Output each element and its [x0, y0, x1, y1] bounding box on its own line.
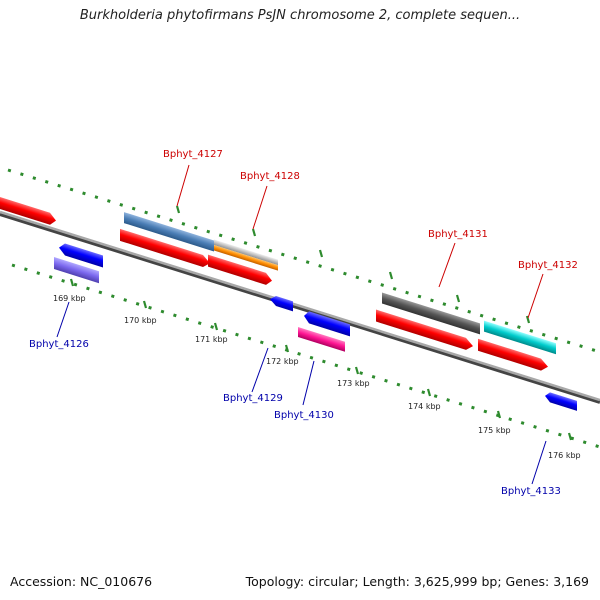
tick-label: 176 kbp	[548, 451, 581, 460]
tick-label: 169 kbp	[53, 294, 86, 303]
gene-bar-bphyt-4128-silver[interactable]	[214, 239, 278, 266]
tick-label: 175 kbp	[478, 426, 511, 435]
cds-arrow[interactable]	[270, 294, 293, 312]
gene-bar-bphyt-4132[interactable]	[484, 320, 556, 355]
cds-arrow[interactable]	[478, 338, 548, 373]
cds-arrow[interactable]	[0, 195, 56, 226]
gene-bar-bphyt-4131[interactable]	[382, 292, 480, 335]
tick-labels: 169 kbp 170 kbp 171 kbp 172 kbp 173 kbp …	[53, 294, 581, 460]
genome-summary-text: Topology: circular; Length: 3,625,999 bp…	[245, 574, 589, 589]
gene-label[interactable]: Bphyt_4128	[240, 171, 300, 182]
tick-label: 173 kbp	[337, 379, 370, 388]
tick-label: 174 kbp	[408, 402, 441, 411]
accession-text: Accession: NC_010676	[10, 574, 153, 589]
gene-bar-bphyt-4130[interactable]	[298, 326, 345, 352]
gene-label[interactable]: Bphyt_4130	[274, 410, 334, 421]
reverse-gene-labels: Bphyt_4126 Bphyt_4129 Bphyt_4130 Bphyt_4…	[29, 301, 561, 497]
gene-label[interactable]: Bphyt_4126	[29, 339, 89, 350]
gene-label[interactable]: Bphyt_4129	[223, 393, 283, 404]
gene-bar-bphyt-4126[interactable]	[54, 257, 99, 284]
backbone	[0, 210, 600, 402]
tick-label: 172 kbp	[266, 357, 299, 366]
major-ticks	[69, 205, 573, 441]
gene-label[interactable]: Bphyt_4131	[428, 229, 488, 240]
cds-arrow[interactable]	[376, 309, 473, 353]
gene-label[interactable]: Bphyt_4133	[501, 486, 561, 497]
backbone-shadow	[0, 212, 600, 404]
tick-label: 170 kbp	[124, 316, 157, 325]
gene-label[interactable]: Bphyt_4132	[518, 260, 578, 271]
cds-arrow[interactable]	[304, 310, 350, 337]
cds-arrow[interactable]	[208, 254, 272, 287]
cds-arrow[interactable]	[59, 242, 103, 268]
forward-gene-labels: Bphyt_4127 Bphyt_4128 Bphyt_4131 Bphyt_4…	[163, 149, 578, 319]
tick-label: 171 kbp	[195, 335, 228, 344]
cds-arrow[interactable]	[120, 228, 210, 269]
gene-bar-bphyt-4128-orange[interactable]	[214, 244, 278, 271]
gene-bar-bphyt-4127[interactable]	[124, 212, 214, 252]
cds-arrow[interactable]	[545, 391, 577, 411]
gene-label[interactable]: Bphyt_4127	[163, 149, 223, 160]
map-title: Burkholderia phytofirmans PsJN chromosom…	[79, 8, 521, 23]
